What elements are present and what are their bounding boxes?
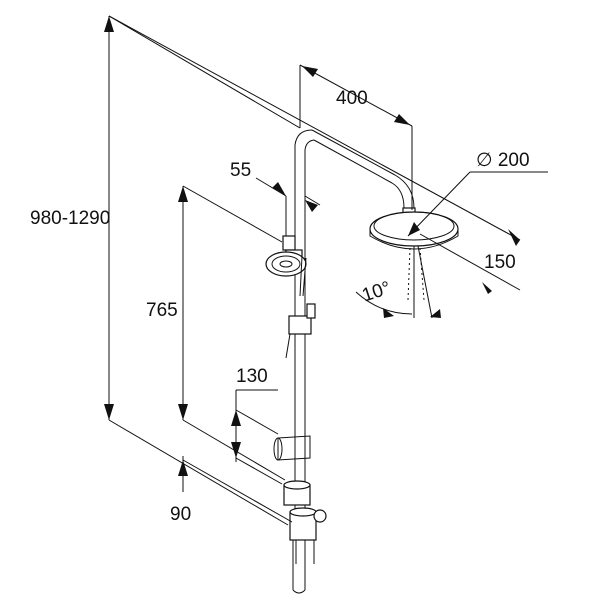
dimension-arm-length xyxy=(299,64,413,210)
dimension-wall-offset xyxy=(231,389,283,485)
label-slide-length: 765 xyxy=(146,300,178,321)
dimension-head-diameter xyxy=(407,171,548,237)
spray-angle-lines xyxy=(355,245,441,319)
dimension-head-height xyxy=(419,233,521,294)
label-lower-offset: 90 xyxy=(170,504,191,525)
shower-arm xyxy=(311,129,415,209)
mixer-valve-icon xyxy=(289,507,327,564)
label-wall-offset: 130 xyxy=(236,366,268,387)
lower-holder xyxy=(283,480,311,506)
dimension-lower-offset xyxy=(178,456,293,523)
hand-shower-icon xyxy=(265,251,307,297)
soap-dish-ghost xyxy=(273,435,311,461)
dimension-bracket-offset xyxy=(255,177,321,236)
dimension-slide-length xyxy=(178,185,286,481)
label-bracket-offset: 55 xyxy=(230,160,251,181)
dimension-total-height xyxy=(104,15,521,526)
label-head-diameter: ∅ 200 xyxy=(476,150,530,171)
label-head-height: 150 xyxy=(484,252,516,273)
slider-holder xyxy=(285,303,316,359)
label-total-height: 980-1290 xyxy=(30,208,110,229)
label-tilt-angle: 10° xyxy=(360,278,394,307)
label-arm-length: 400 xyxy=(336,88,368,109)
